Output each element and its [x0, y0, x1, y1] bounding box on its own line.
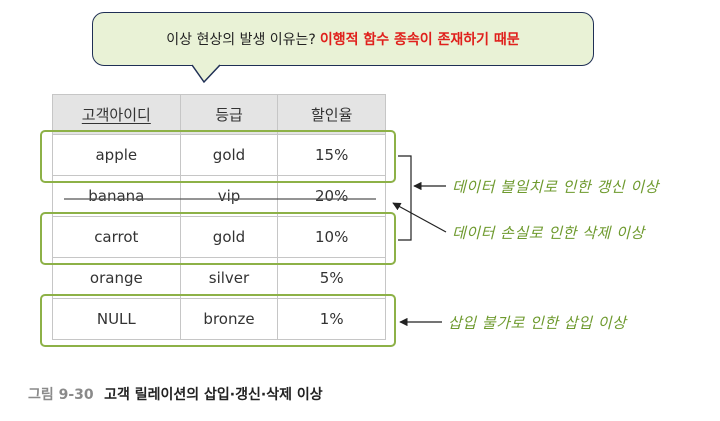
header-discount: 할인율 [277, 94, 386, 135]
callout-tail [191, 64, 221, 84]
cell-discount: 10% [277, 216, 386, 258]
highlight-box-carrot [40, 212, 396, 265]
callout-answer: 이행적 함수 종속이 존재하기 때문 [319, 32, 520, 48]
table-row: NULL bronze 1% [52, 298, 386, 340]
table-row: apple gold 15% [52, 134, 386, 176]
update-anomaly-bracket [398, 155, 412, 241]
highlight-box-null [40, 294, 396, 347]
update-anomaly-label: 데이터 불일치로 인한 갱신 이상 [452, 178, 659, 196]
figure-number: 그림 9-30 [28, 387, 94, 403]
callout-question: 이상 현상의 발생 이유는? [166, 32, 316, 48]
table-header-row: 고객아이디 등급 할인율 [52, 94, 386, 135]
figure-title: 고객 릴레이션의 삽입·갱신·삭제 이상 [104, 387, 323, 403]
callout-bubble: 이상 현상의 발생 이유는? 이행적 함수 종속이 존재하기 때문 [92, 12, 594, 66]
cell-customer-id: apple [52, 134, 181, 176]
customer-relation-table: 고객아이디 등급 할인율 apple gold 15% banana vip 2… [52, 94, 386, 340]
table-row: carrot gold 10% [52, 216, 386, 258]
cell-grade: bronze [179, 298, 279, 340]
cell-customer-id: carrot [52, 216, 181, 258]
cell-discount: 1% [277, 298, 386, 340]
highlight-box-apple [40, 130, 396, 183]
header-customer-id-label: 고객아이디 [81, 106, 151, 124]
cell-grade: gold [179, 216, 279, 258]
insert-anomaly-label: 삽입 불가로 인한 삽입 이상 [448, 314, 627, 332]
delete-anomaly-label: 데이터 손실로 인한 삭제 이상 [452, 224, 645, 242]
cell-grade: gold [179, 134, 279, 176]
figure-caption: 그림 9-30 고객 릴레이션의 삽입·갱신·삭제 이상 [28, 384, 323, 404]
header-grade: 등급 [179, 94, 279, 135]
cell-customer-id: NULL [52, 298, 181, 340]
delete-anomaly-arrow [392, 202, 447, 233]
